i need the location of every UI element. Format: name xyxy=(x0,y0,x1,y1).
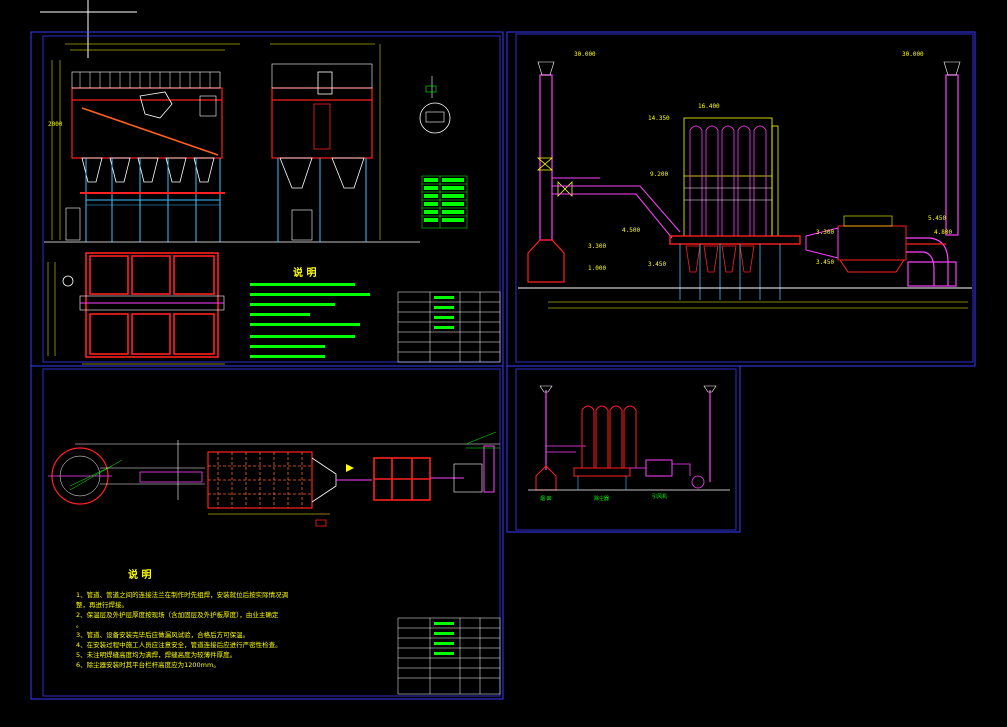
elevation-label: 14.350 xyxy=(648,115,670,122)
elevation-label: 30.000 xyxy=(902,51,924,58)
elevation-label: 3.450 xyxy=(648,261,666,268)
note-line: 5、未注明焊缝高度均为满焊，焊缝高度为较薄件厚度。 xyxy=(76,650,236,659)
flow-label: 烟 囱 xyxy=(540,495,552,502)
elevation-label: 5.450 xyxy=(928,215,946,222)
elevation-label: 30.000 xyxy=(574,51,596,58)
bottom-left-notes-title: 说 明 xyxy=(128,568,151,581)
panel-frames xyxy=(30,31,976,700)
note-line: 4、在安装过程中施工人员应注意安全，管道连接后应进行严密性检查。 xyxy=(76,640,282,649)
panel-bottom-left: 说 明 1、管道、管道之间的连接法兰在制作时先组焊，安装就位后按实际情况调 整，… xyxy=(48,431,501,695)
elevation-label: 3.300 xyxy=(588,243,606,250)
note-line: 6、除尘器安装时其平台栏杆高度应为1200mm。 xyxy=(76,660,220,669)
note-line: 3、管道、设备安装完毕后应做漏风试验，合格后方可保温。 xyxy=(76,630,249,639)
elevation-label: 3.300 xyxy=(816,229,834,236)
note-line: 。 xyxy=(76,621,83,629)
note-line: 整，再进行焊接。 xyxy=(76,600,128,609)
note-line: 1、管道、管道之间的连接法兰在制作时先组焊，安装就位后按实际情况调 xyxy=(76,590,288,599)
crosshair-cursor xyxy=(40,0,137,58)
elevation-label: 4.800 xyxy=(934,229,952,236)
note-line: 2、保温层及外护层厚度按现场（含加固层及外护板厚度），由业主确定 xyxy=(76,610,279,619)
flow-label: 除尘器 xyxy=(594,495,609,502)
svg-text:2000: 2000 xyxy=(48,121,63,128)
elevation-label: 4.500 xyxy=(622,227,640,234)
top-left-notes-title: 说 明 xyxy=(293,266,316,279)
elevation-label: 1.000 xyxy=(588,265,606,272)
panel-top-left: 2000 xyxy=(44,43,501,365)
panel-bottom-mid: 烟 囱 除尘器 引风机 xyxy=(528,385,730,502)
elevation-label: 16.400 xyxy=(698,103,720,110)
flow-label: 引风机 xyxy=(652,493,667,500)
panel-top-right: 30.000 30.000 16.400 14.350 9.200 4.500 … xyxy=(518,51,972,309)
elevation-label: 3.450 xyxy=(816,259,834,266)
elevation-label: 9.200 xyxy=(650,171,668,178)
